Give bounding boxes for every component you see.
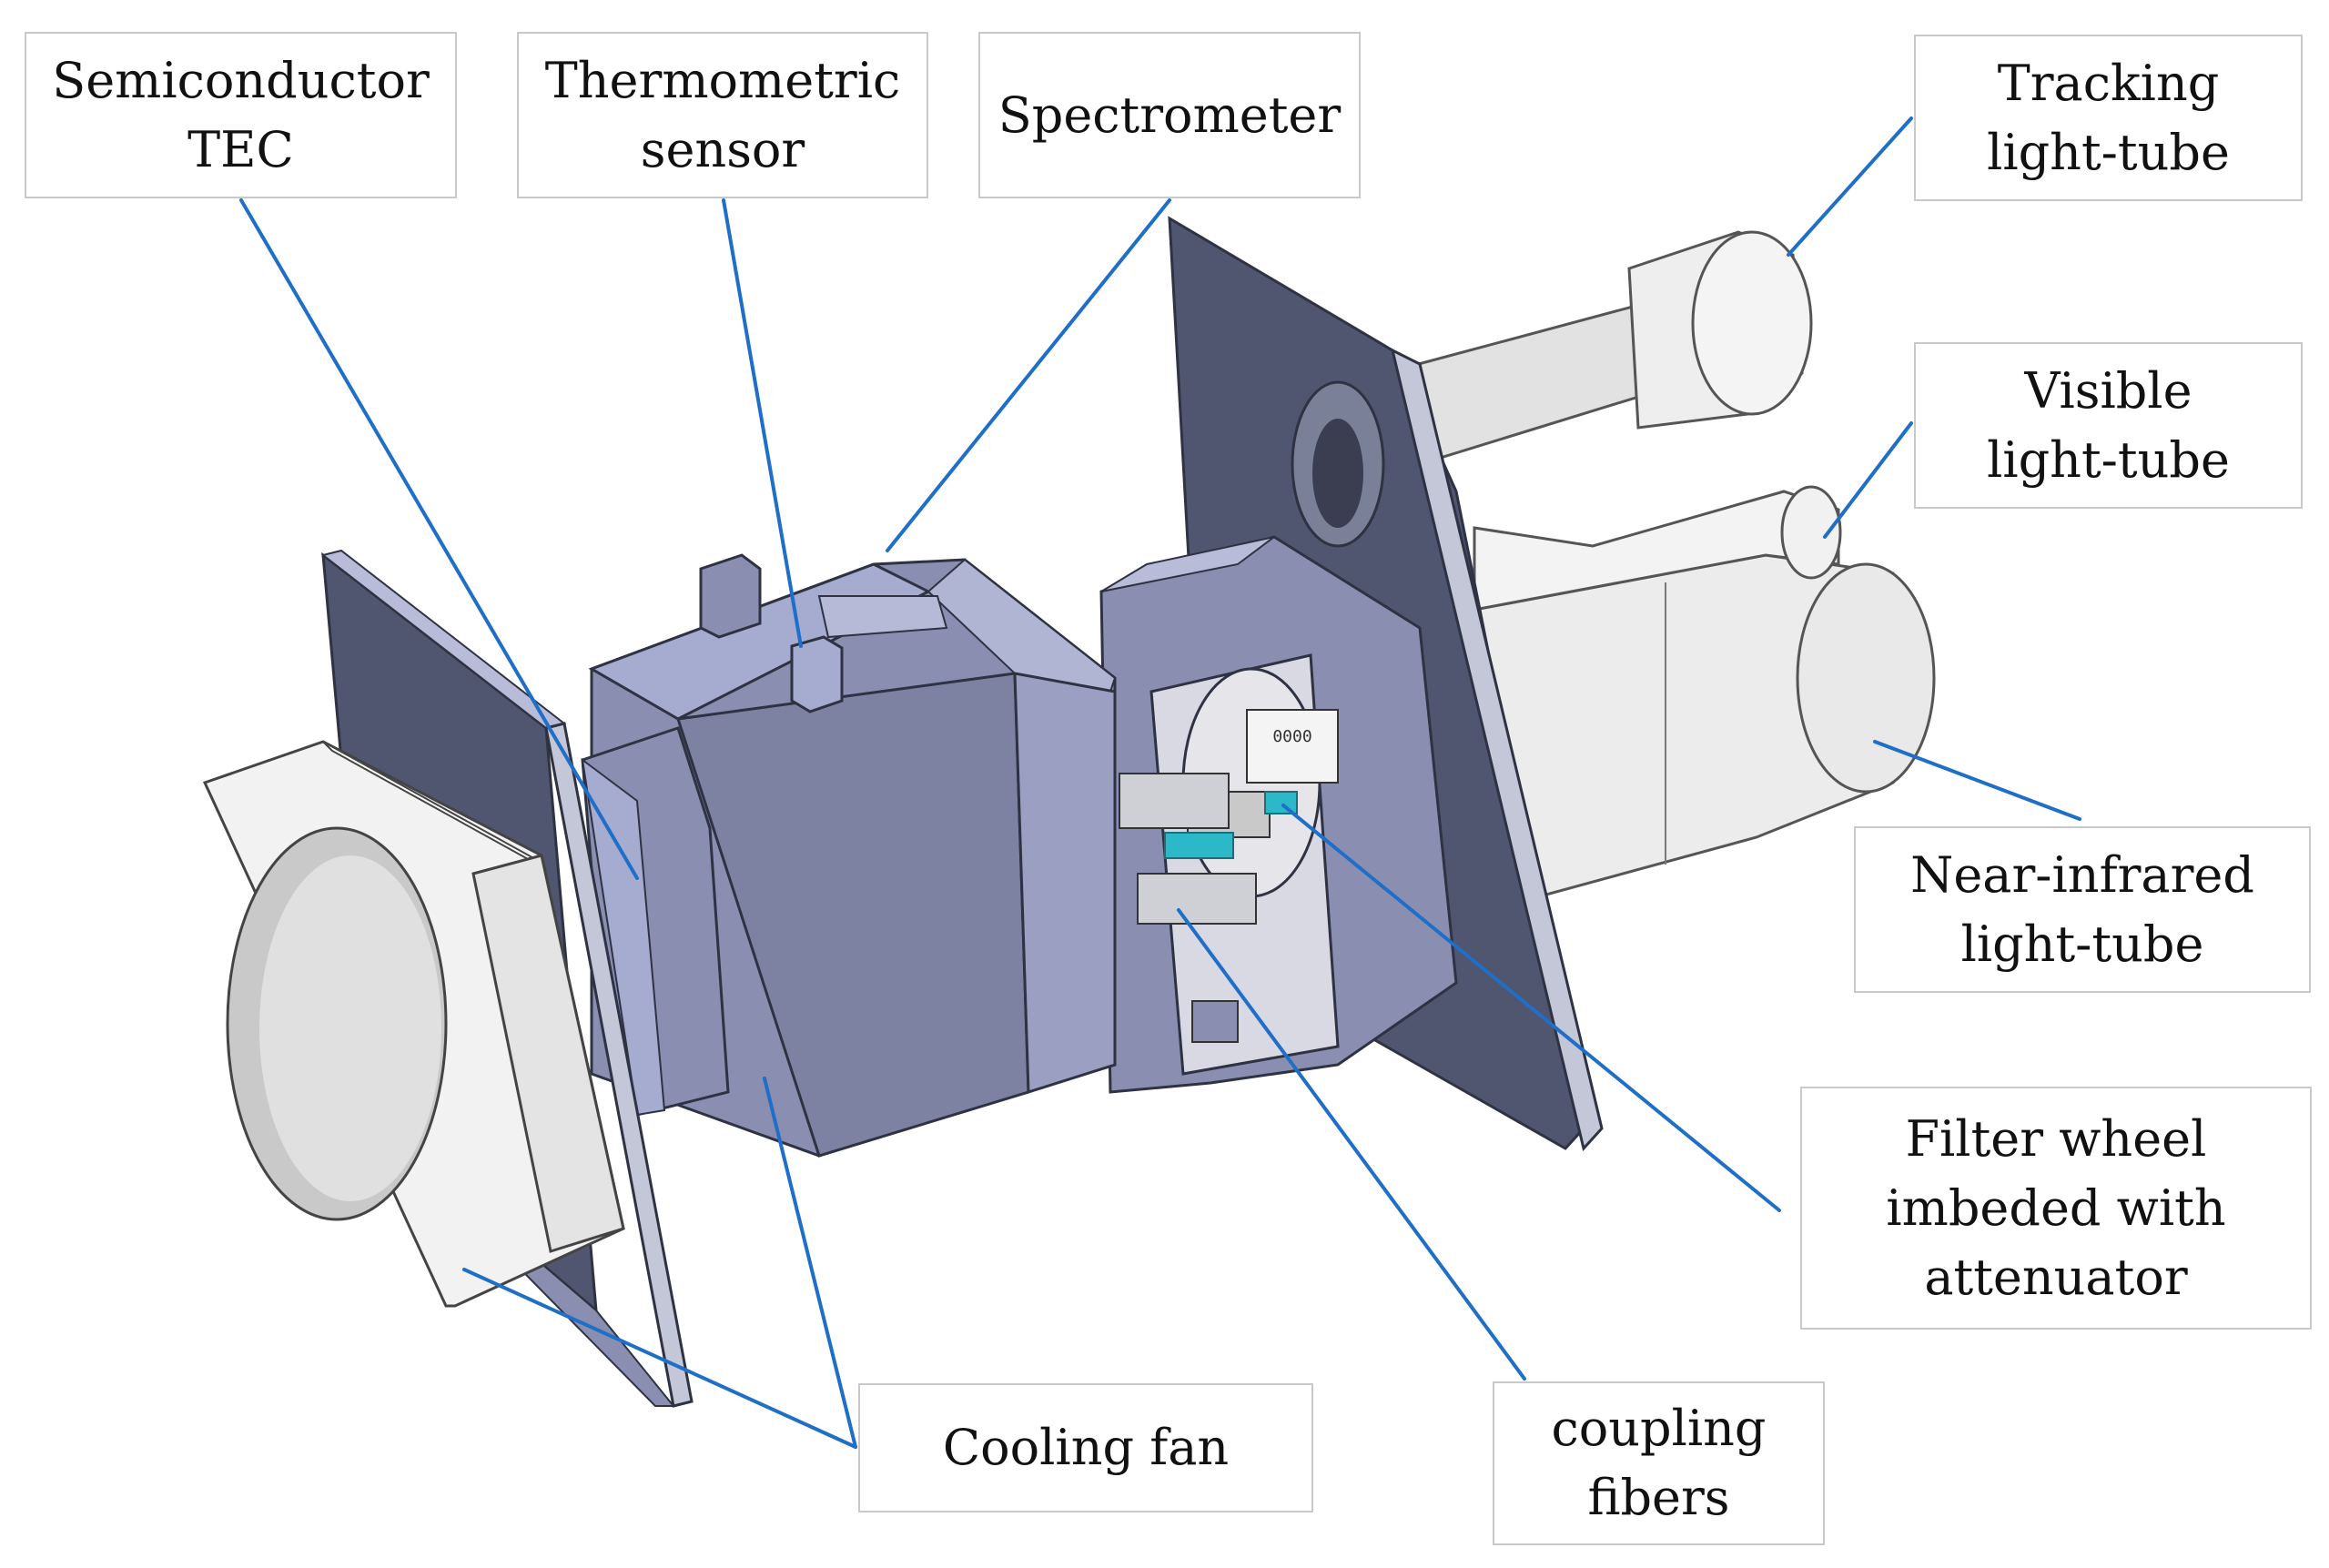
leader-coupling-fibers bbox=[1177, 908, 1526, 1381]
label-line: imbeded with bbox=[1886, 1179, 2226, 1237]
label-line: light-tube bbox=[1960, 915, 2204, 973]
label-line: Near-infrared bbox=[1910, 845, 2254, 904]
leader-cooling-fan-a bbox=[462, 1268, 857, 1449]
leader-semiconductor-tec bbox=[239, 198, 639, 880]
label-line: TEC bbox=[187, 120, 294, 178]
label-line: Semiconductor bbox=[52, 51, 430, 109]
label-line: Spectrometer bbox=[997, 86, 1342, 144]
label-cooling-fan: Cooling fan bbox=[858, 1383, 1313, 1512]
label-filter-wheel: Filter wheel imbeded with attenuator bbox=[1800, 1087, 2312, 1330]
label-line: Filter wheel bbox=[1905, 1109, 2207, 1168]
leader-thermometric-sensor bbox=[722, 198, 803, 648]
near-infrared-light-tube bbox=[1454, 553, 1936, 921]
cooling-fan bbox=[202, 740, 625, 1308]
label-coupling-fibers: coupling fibers bbox=[1493, 1381, 1825, 1545]
label-line: Cooling fan bbox=[942, 1419, 1230, 1476]
leader-cooling-fan-b bbox=[763, 1077, 857, 1449]
label-line: fibers bbox=[1587, 1469, 1730, 1526]
leader-visible-light-tube bbox=[1823, 421, 1913, 539]
leader-spectrometer bbox=[886, 198, 1171, 552]
label-near-infrared-light-tube: Near-infrared light-tube bbox=[1854, 826, 2311, 993]
svg-text:0000: 0000 bbox=[1272, 727, 1311, 746]
label-line: sensor bbox=[640, 120, 805, 178]
tracking-light-tube bbox=[1400, 230, 1813, 466]
label-line: light-tube bbox=[1987, 123, 2230, 181]
label-line: light-tube bbox=[1987, 430, 2230, 489]
label-tracking-light-tube: Tracking light-tube bbox=[1914, 35, 2303, 201]
label-line: Tracking bbox=[1997, 54, 2220, 112]
label-line: attenuator bbox=[1924, 1248, 2188, 1306]
label-spectrometer: Spectrometer bbox=[978, 32, 1361, 198]
label-line: Visible bbox=[2024, 361, 2192, 420]
label-line: coupling bbox=[1551, 1400, 1767, 1457]
leader-tracking-light-tube bbox=[1787, 116, 1913, 257]
thermometric-sensor-block bbox=[699, 553, 844, 713]
visible-light-tube bbox=[1473, 485, 1842, 612]
leader-near-infrared-light-tube bbox=[1873, 740, 2081, 821]
coupling-fibers-assembly bbox=[1119, 773, 1298, 1043]
label-thermometric-sensor: Thermometric sensor bbox=[517, 32, 928, 198]
label-visible-light-tube: Visible light-tube bbox=[1914, 342, 2303, 509]
leader-filter-wheel bbox=[1281, 804, 1781, 1212]
label-line: Thermometric bbox=[544, 51, 901, 109]
